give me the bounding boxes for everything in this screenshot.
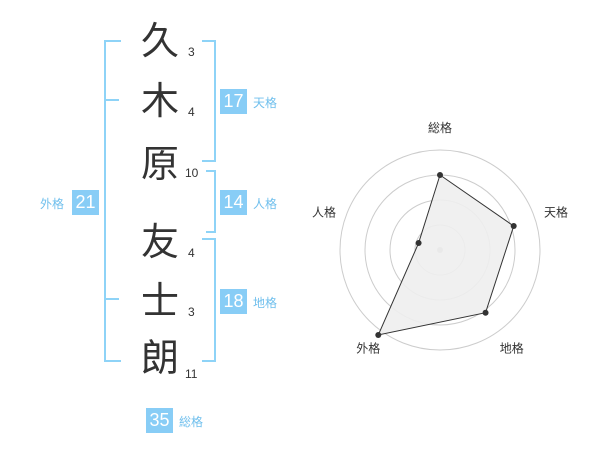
radar-area [377,174,515,336]
jinkaku-value: 14 [220,190,247,215]
chikaku-value: 18 [220,289,247,314]
radar-axis-label: 天格 [544,204,568,219]
gaikaku-value: 21 [72,190,99,215]
bracket-tick [104,298,119,300]
stroke-count-3: 10 [185,166,199,180]
name-char-4: 友 [140,220,179,264]
name-char-6: 朗 [140,336,179,380]
jinkaku-label: 人格 [253,197,278,211]
radar-point-3 [482,309,489,316]
stroke-count-6: 11 [185,367,198,381]
gaikaku-label: 外格 [40,197,65,211]
stroke-count-2: 4 [188,105,195,119]
jinkaku-bracket [206,170,216,233]
name-char-5: 士 [140,279,179,323]
radar-ring [339,149,541,351]
chikaku-label: 地格 [253,296,278,310]
tenkaku-label: 天格 [253,96,278,110]
soukaku-value: 35 [146,408,173,433]
radar-axis-label: 人格 [312,204,336,219]
radar-point-5 [415,240,422,247]
chikaku-bracket [202,238,216,362]
radar-axis-label: 総格 [428,120,452,135]
name-char-2: 木 [140,79,179,123]
soukaku-label: 総格 [179,415,204,429]
name-char-1: 久 [140,19,179,63]
tenkaku-value: 17 [220,89,247,114]
radar-point-1 [437,172,443,178]
tenkaku-bracket [202,40,216,162]
radar-point-4 [375,331,382,338]
stroke-count-4: 4 [188,246,195,260]
radar-axis-label: 地格 [500,341,524,356]
bracket-tick [104,99,119,101]
gaikaku-bracket [104,40,121,362]
radar-point-2 [510,223,517,230]
radar-axis-label: 外格 [356,341,380,356]
stroke-count-1: 3 [188,45,195,59]
stroke-count-5: 3 [188,305,195,319]
name-char-3: 原 [140,142,179,186]
